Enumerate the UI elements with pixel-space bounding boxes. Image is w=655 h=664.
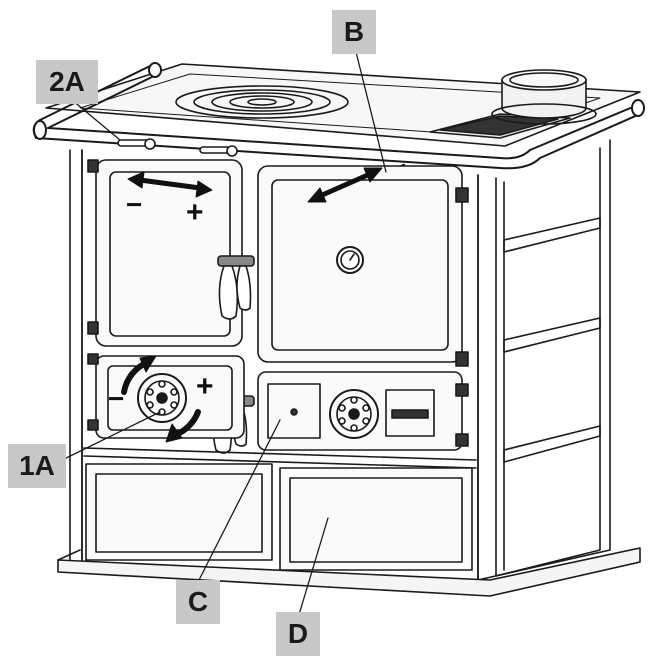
storage-drawers	[83, 447, 477, 571]
callout-1a: 1A	[8, 444, 66, 488]
flue-outlet	[491, 69, 597, 125]
callout-d: D	[276, 612, 320, 656]
cooktop	[45, 63, 641, 147]
callout-c: C	[176, 580, 220, 624]
leader-lines	[57, 51, 387, 619]
bidirectional-arrow-icon	[127, 167, 383, 203]
oven-door	[257, 165, 469, 367]
stove-body	[57, 139, 641, 597]
minus-sign-bottom: −	[108, 383, 124, 414]
regulation-signs: − + − +	[108, 189, 214, 414]
hotplate-rings-icon	[175, 85, 349, 119]
air-regulator-knob-icon	[137, 373, 379, 439]
rotation-arrow-icon	[121, 355, 201, 443]
thermometer-dial-icon	[336, 246, 364, 274]
firebox-door	[87, 159, 243, 347]
plus-sign-top: +	[186, 196, 204, 229]
plus-sign-bottom: +	[196, 370, 214, 403]
callout-2a: 2A	[36, 60, 98, 104]
minus-sign-top: −	[126, 189, 142, 220]
callout-b: B	[332, 10, 376, 54]
